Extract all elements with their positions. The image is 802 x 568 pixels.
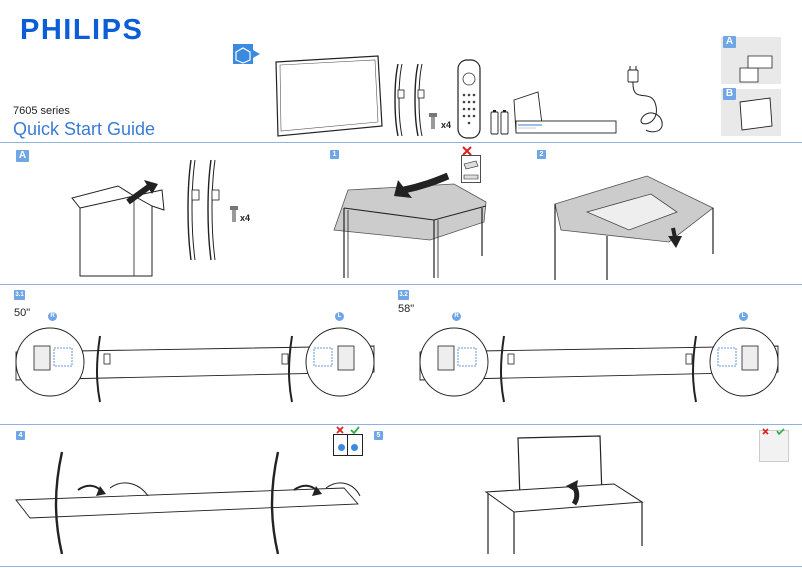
screw-quantity: x4: [240, 213, 251, 223]
side-right-badge: R: [452, 312, 461, 321]
manual-icon: [513, 91, 617, 134]
tv-leg-mount-illustration-50: [15, 327, 375, 403]
divider: [0, 566, 802, 567]
divider: [0, 284, 802, 285]
screw-icon: [230, 206, 238, 222]
box-top-icon: [739, 55, 773, 83]
badge-step-a: A: [16, 150, 29, 162]
screw-legs-illustration: [15, 451, 361, 555]
no-table-icon: [461, 155, 481, 183]
badge-a: A: [723, 36, 736, 48]
tv-size-58: 58": [398, 303, 415, 315]
page-title: Quick Start Guide: [13, 119, 156, 139]
series-label: 7605 series: [13, 105, 70, 117]
tv-leg-mount-illustration-58: [419, 327, 779, 403]
box-icon: [233, 44, 260, 64]
stand-legs-icon: [187, 159, 220, 261]
screw-quantity: x4: [441, 120, 452, 130]
badge-step-1: 1: [330, 150, 339, 159]
check-icon: [776, 428, 785, 436]
tv-standing-illustration: [484, 435, 644, 554]
power-cord-icon: [627, 66, 663, 133]
badge-step-4: 4: [16, 431, 25, 440]
divider: [0, 142, 802, 143]
stand-legs-icon: [394, 63, 425, 137]
tv-size-50: 50": [14, 307, 31, 319]
tv-wall-icon: [739, 97, 773, 131]
divider: [0, 424, 802, 425]
cross-icon: [762, 428, 769, 435]
side-right-badge: R: [48, 312, 57, 321]
badge-step-3-1: 3.1: [14, 290, 25, 300]
side-left-badge: L: [739, 312, 748, 321]
side-left-badge: L: [335, 312, 344, 321]
cross-icon: [462, 146, 472, 156]
remote-icon: [457, 59, 481, 139]
screw-check-box: [333, 434, 363, 456]
check-icon: [350, 426, 360, 435]
badge-step-3-2: 3.2: [398, 290, 409, 300]
badge-step-5: 5: [374, 431, 383, 440]
badge-b: B: [723, 88, 736, 100]
tv-on-table-illustration: [554, 175, 714, 280]
batteries-icon: [490, 110, 509, 135]
table-check-box: [759, 430, 789, 462]
tv-icon: [275, 55, 383, 137]
brand-logo: PHILIPS: [20, 14, 144, 46]
cross-icon: [336, 426, 344, 434]
screw-icon: [429, 113, 437, 129]
badge-step-2: 2: [537, 150, 546, 159]
open-box-illustration: [71, 180, 165, 277]
table-cloth-illustration: [333, 172, 487, 278]
